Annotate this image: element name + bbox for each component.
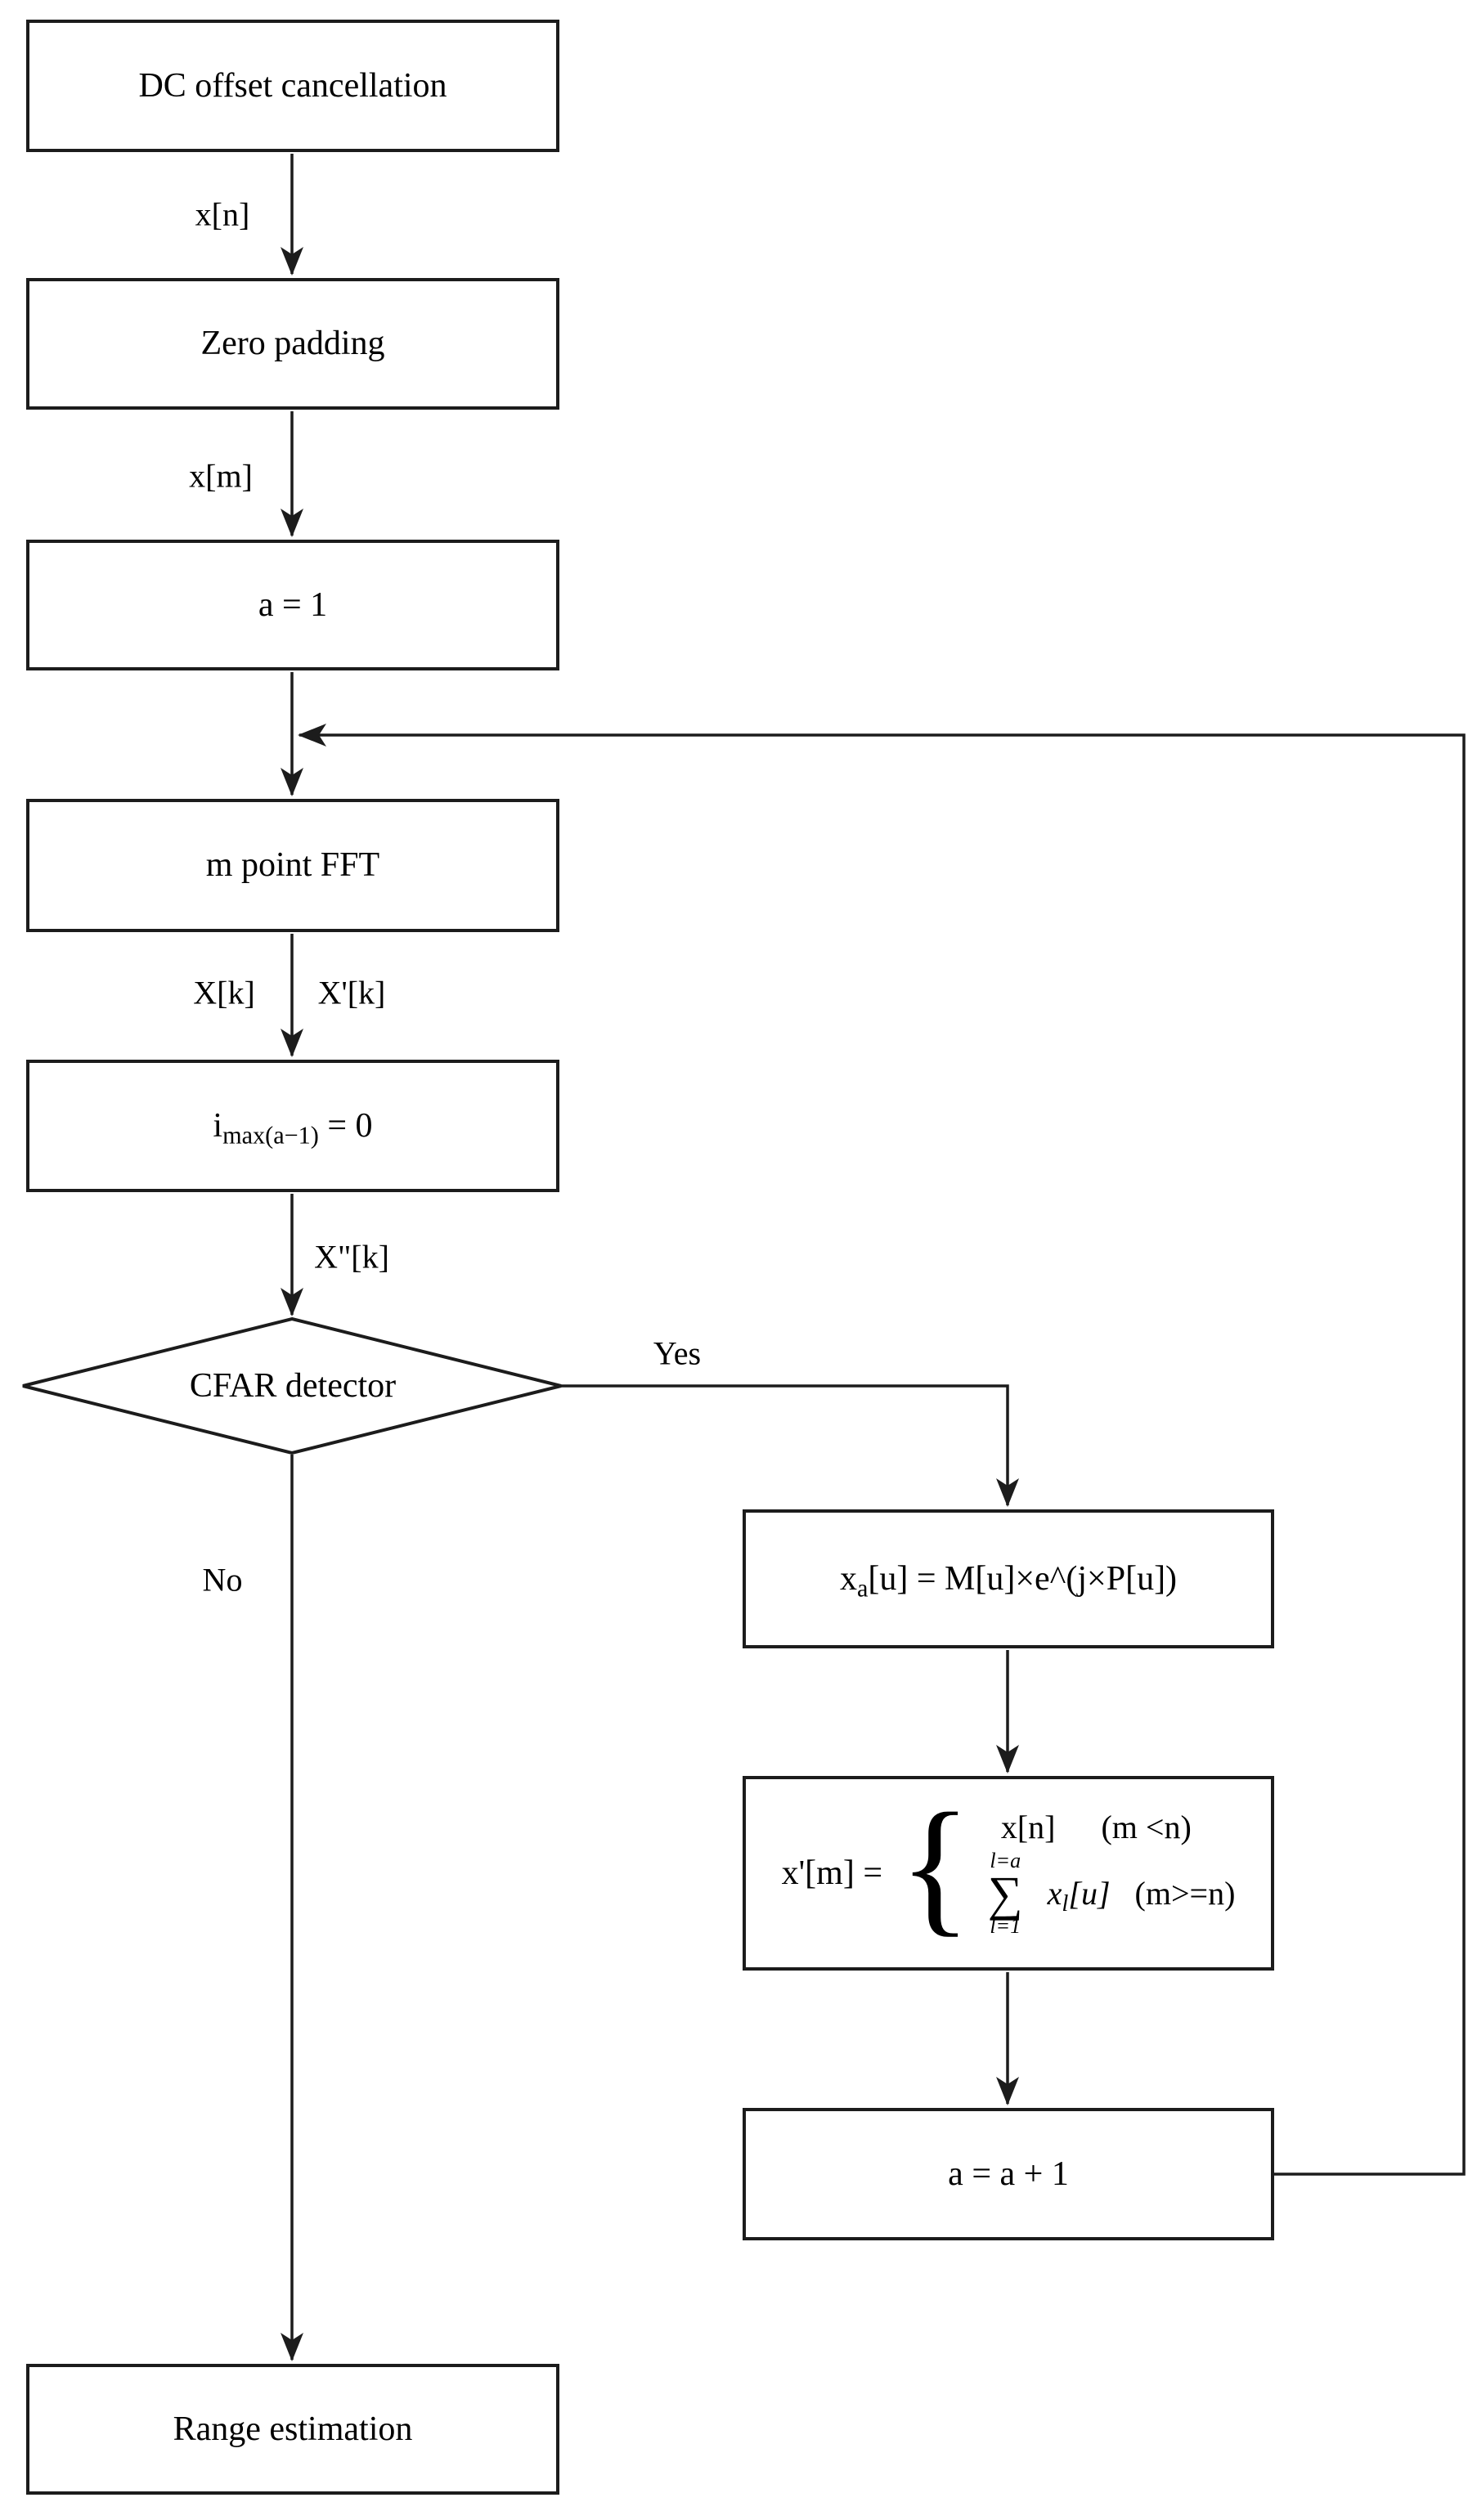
range-estimation-box: Range estimation	[26, 2364, 559, 2495]
sum-upper-limit: l=a	[990, 1848, 1021, 1872]
dc-offset-label: DC offset cancellation	[138, 66, 447, 105]
imax-formula: imax(a−1) = 0	[213, 1106, 373, 1150]
xa-formula-box: xa[u] = M[u]×e^(j×P[u])	[743, 1509, 1274, 1648]
piecewise-box: x'[m] = { x[n] (m <n) l=a ∑ l=1 xl[u] (m…	[743, 1776, 1274, 1971]
edge-label-xm: x[m]	[189, 457, 253, 495]
a-increment-label: a = a + 1	[948, 2155, 1069, 2193]
cfar-diamond-shape	[22, 1316, 562, 1455]
case1-condition: (m <n)	[1101, 1808, 1192, 1845]
zero-padding-label: Zero padding	[200, 325, 385, 363]
edge-label-xn: x[n]	[195, 195, 250, 233]
edge-label-no: No	[202, 1561, 243, 1599]
edge-label-Xk: X[k]	[193, 974, 255, 1011]
a-init-box: a = 1	[26, 540, 559, 670]
xa-formula: xa[u] = M[u]×e^(j×P[u])	[839, 1559, 1178, 1603]
case1-expression: x[n]	[1000, 1808, 1056, 1845]
zero-padding-box: Zero padding	[26, 278, 559, 410]
sum-lower-limit: l=1	[990, 1913, 1021, 1938]
fft-box: m point FFT	[26, 799, 559, 932]
piecewise-cases: x[n] (m <n) l=a ∑ l=1 xl[u] (m>=n)	[988, 1809, 1236, 1938]
a-init-label: a = 1	[258, 585, 328, 624]
edge-label-Xdoubleprimek: X"[k]	[314, 1238, 389, 1276]
connector-cfar-yes-to-xa	[561, 1384, 1019, 1507]
connector-feedback-loop	[298, 724, 1466, 2176]
case2-condition: (m>=n)	[1134, 1875, 1236, 1912]
fft-label: m point FFT	[205, 846, 380, 885]
piecewise-formula: x'[m] = { x[n] (m <n) l=a ∑ l=1 xl[u] (m…	[746, 1779, 1271, 1967]
range-estimation-label: Range estimation	[173, 2410, 413, 2448]
cfar-label: CFAR detector	[189, 1367, 397, 1405]
piecewise-case-2: l=a ∑ l=1 xl[u] (m>=n)	[987, 1848, 1236, 1938]
piecewise-case-1: x[n] (m <n)	[988, 1809, 1192, 1846]
cfar-diamond: CFAR detector	[26, 1321, 559, 1451]
edge-label-Xprimek: X'[k]	[317, 974, 386, 1011]
edge-label-yes: Yes	[653, 1334, 702, 1372]
summation-symbol: l=a ∑ l=1	[987, 1848, 1023, 1938]
a-increment-box: a = a + 1	[743, 2108, 1274, 2240]
piecewise-lhs: x'[m] =	[781, 1854, 883, 1892]
dc-offset-box: DC offset cancellation	[26, 20, 559, 152]
sigma-icon: ∑	[987, 1866, 1023, 1921]
imax-box: imax(a−1) = 0	[26, 1060, 559, 1192]
case2-expression: xl[u]	[1047, 1875, 1111, 1917]
brace-glyph: {	[899, 1782, 972, 1951]
